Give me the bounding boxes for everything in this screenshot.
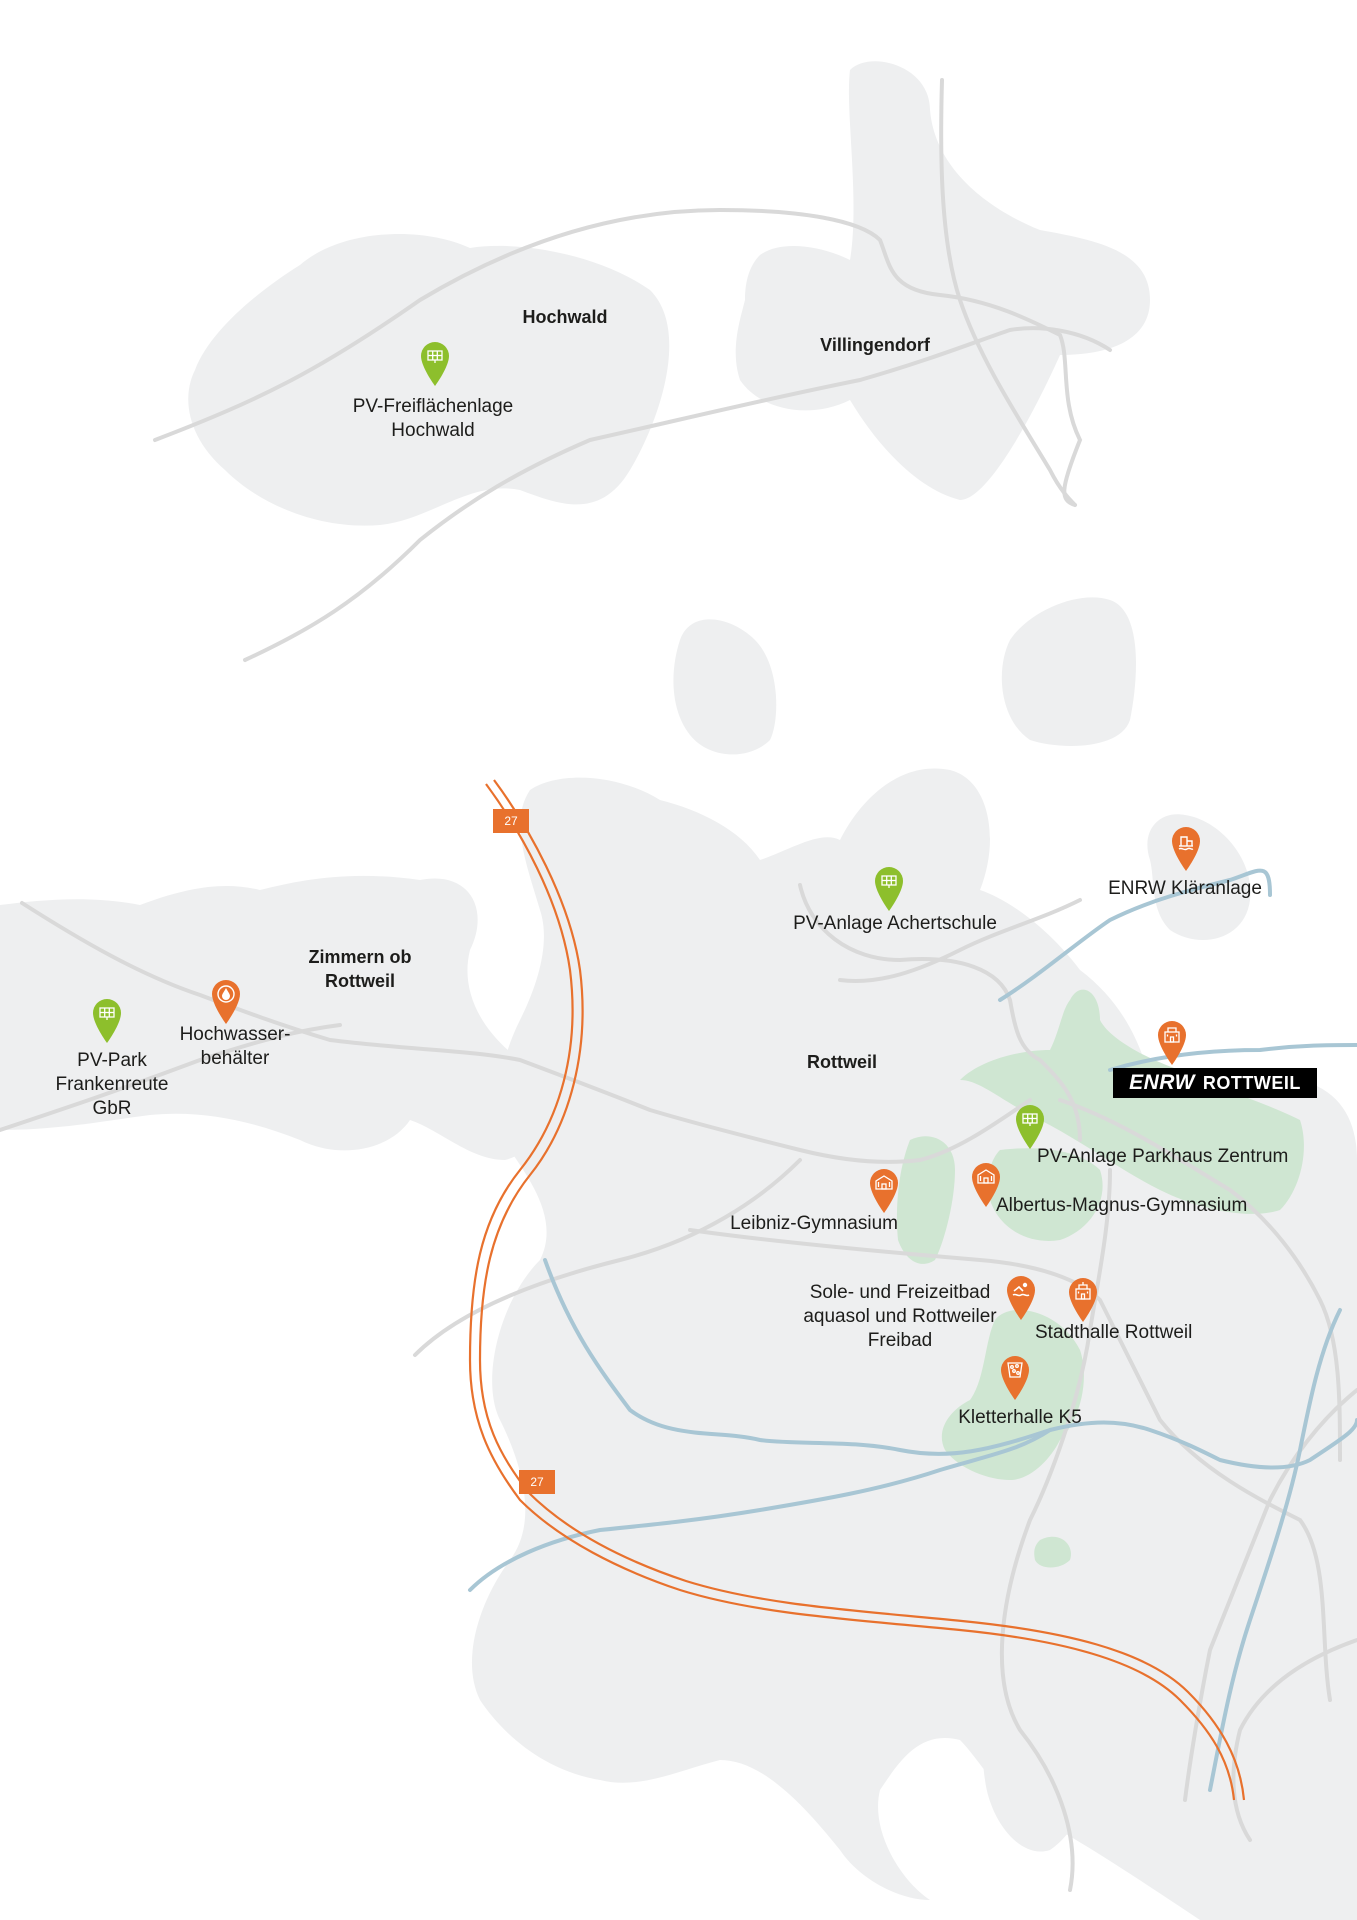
marker-label-pv-achertschule: PV-Anlage Achertschule — [793, 913, 997, 934]
place-villingendorf: Villingendorf — [820, 335, 930, 355]
marker-label-kletterhalle-k5: Kletterhalle K5 — [958, 1407, 1082, 1428]
enrw-rottweil-logo[interactable]: ENRW ROTTWEIL — [1113, 1068, 1317, 1098]
solar-panel-icon[interactable] — [1015, 1104, 1045, 1150]
motorway-shield-north: 27 — [493, 809, 529, 833]
place-rottweil: Rottweil — [807, 1052, 877, 1072]
logo-enrw: ENRW — [1129, 1071, 1195, 1094]
marker-label-enrw-klaeranlage: ENRW Kläranlage — [1108, 878, 1262, 899]
marker-label-albertus-magnus-gymnasium: Albertus-Magnus-Gymnasium — [996, 1195, 1248, 1216]
logo-rottweil: ROTTWEIL — [1202, 1072, 1301, 1093]
settlement-areas — [0, 61, 1357, 1920]
rivers — [468, 868, 1357, 1792]
water-drop-icon[interactable] — [211, 979, 241, 1025]
solar-panel-icon[interactable] — [92, 998, 122, 1044]
marker-label-hochwasserbehaelter: Hochwasser- behälter — [179, 1024, 291, 1069]
marker-label-stadthalle-rottweil: Stadthalle Rottweil — [1035, 1322, 1193, 1343]
solar-panel-icon[interactable] — [420, 341, 450, 387]
marker-label-pv-park-frankenreute: PV-Park Frankenreute GbR — [55, 1050, 169, 1119]
climbing-wall-icon[interactable] — [1000, 1355, 1030, 1401]
marker-label-pv-parkhaus-zentrum: PV-Anlage Parkhaus Zentrum — [1037, 1146, 1289, 1167]
school-building-icon[interactable] — [971, 1162, 1001, 1208]
school-building-icon[interactable] — [869, 1168, 899, 1214]
swimmer-icon[interactable] — [1006, 1275, 1036, 1321]
place-zimmern-ob-rottweil: Zimmern ob Rottweil — [308, 947, 412, 991]
town-hall-icon[interactable] — [1068, 1277, 1098, 1323]
headquarters-building-icon[interactable] — [1157, 1020, 1187, 1066]
marker-label-aquasol-freibad: Sole- und Freizeitbad aquasol und Rottwe… — [803, 1282, 997, 1351]
solar-panel-icon[interactable] — [874, 866, 904, 912]
sewage-plant-icon[interactable] — [1171, 826, 1201, 872]
marker-label-leibniz-gymnasium: Leibniz-Gymnasium — [730, 1213, 898, 1234]
marker-label-pv-freiflaechenlage: PV-Freiflächenlage Hochwald — [352, 396, 514, 441]
place-hochwald: Hochwald — [522, 307, 608, 327]
motorway-shield-south: 27 — [519, 1470, 555, 1494]
roads — [0, 78, 1357, 1892]
